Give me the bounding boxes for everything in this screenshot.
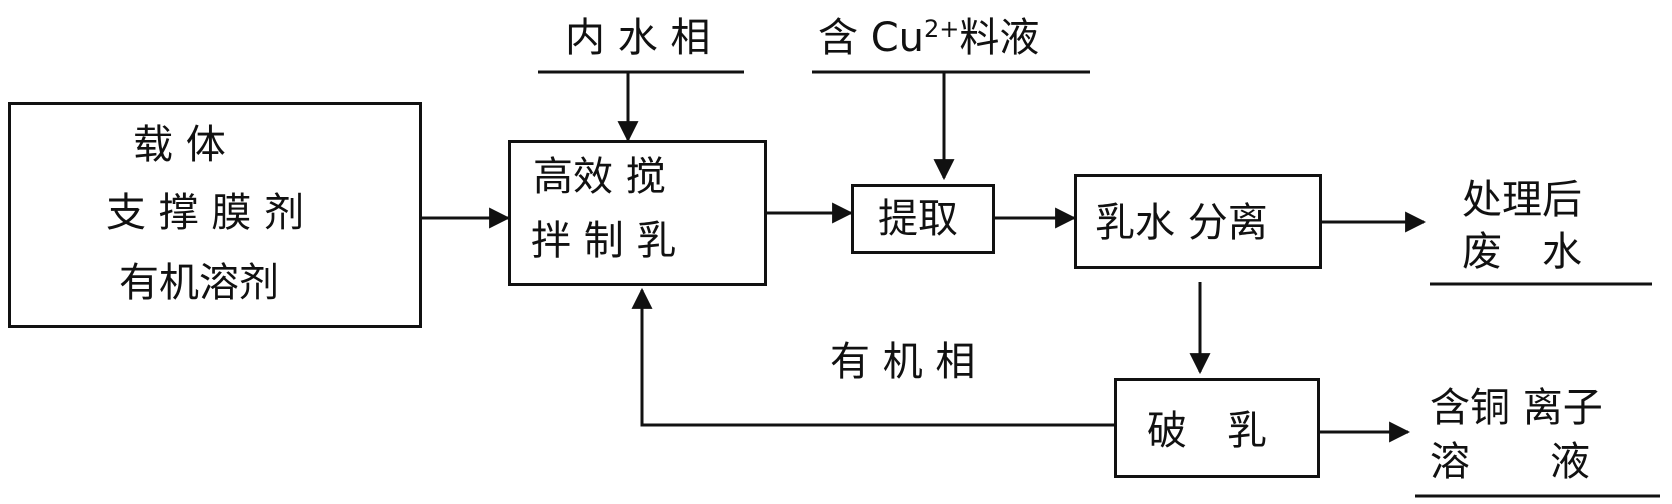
demulsify-label: 破 乳 xyxy=(1147,408,1267,454)
arrow-organic-phase-return xyxy=(631,287,1114,427)
demulsify-box: 破 乳 xyxy=(1114,378,1320,478)
emulsify-box: 高效 搅 拌 制 乳 xyxy=(508,140,767,286)
copper-solution-line1: 含铜 离子 xyxy=(1430,385,1603,431)
treated-wastewater-line2: 废 水 xyxy=(1462,229,1582,275)
extract-label: 提取 xyxy=(878,196,958,242)
feed-label-superscript: 2+ xyxy=(924,15,960,43)
separation-box: 乳水 分离 xyxy=(1074,174,1322,269)
membrane-mix-box: 载 体 支 撑 膜 剂 有机溶剂 xyxy=(8,102,422,328)
organic-phase-label: 有 机 相 xyxy=(830,339,976,385)
treated-wastewater-line1: 处理后 xyxy=(1462,177,1582,223)
extract-box: 提取 xyxy=(851,184,995,254)
copper-solution-line2: 溶 液 xyxy=(1430,439,1590,485)
membrane-mix-line1: 载 体 xyxy=(133,122,226,168)
emulsify-line2: 拌 制 乳 xyxy=(531,218,677,264)
feed-label-prefix: 含 Cu xyxy=(818,15,924,61)
membrane-mix-line3: 有机溶剂 xyxy=(119,260,279,306)
feed-label: 含 Cu2+料液 xyxy=(818,15,1040,61)
separation-label: 乳水 分离 xyxy=(1095,200,1268,246)
membrane-mix-line2: 支 撑 膜 剂 xyxy=(106,190,305,236)
inner-water-phase-label: 内 水 相 xyxy=(565,15,711,61)
emulsify-line1: 高效 搅 xyxy=(533,154,666,200)
feed-label-suffix: 料液 xyxy=(959,15,1040,61)
